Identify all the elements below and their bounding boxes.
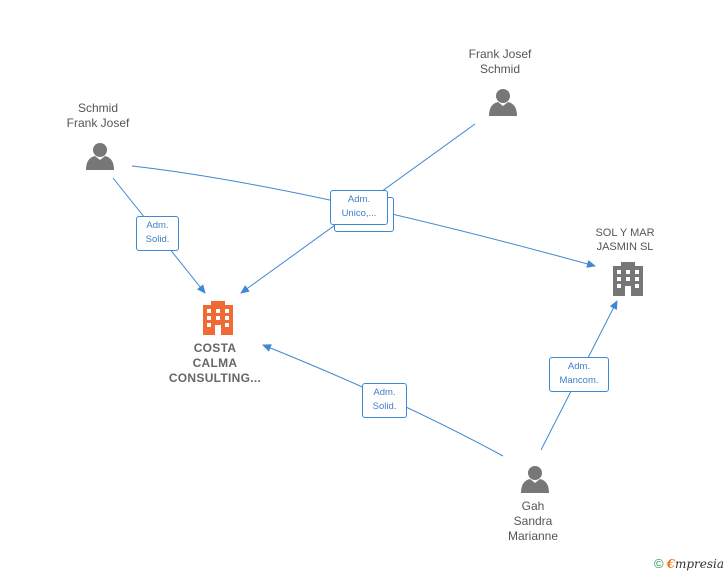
edge-label-frank-adm-unico[interactable]: Adm. Unico,... xyxy=(330,190,388,225)
edge-label-gah-to-costa[interactable]: Adm. Solid. xyxy=(362,383,407,418)
node-label-schmid-frank-josef[interactable]: Schmid Frank Josef xyxy=(66,101,130,130)
node-label-frank-josef-schmid[interactable]: Frank Josef Schmid xyxy=(468,47,532,76)
person-icon[interactable] xyxy=(86,143,114,170)
footer-credit: © €mpresia xyxy=(654,556,724,571)
brand-logo: €mpresia xyxy=(666,556,724,571)
node-label-sol-y-mar[interactable]: SOL Y MAR JASMIN SL xyxy=(595,227,655,253)
node-label-costa-calma[interactable]: COSTA CALMA CONSULTING... xyxy=(168,341,262,385)
person-icon[interactable] xyxy=(521,466,549,493)
building-icon[interactable] xyxy=(203,301,233,335)
edge-label-schmid-to-costa[interactable]: Adm. Solid. xyxy=(136,216,179,251)
edge-label-gah-to-sol[interactable]: Adm. Mancom. xyxy=(549,357,609,392)
node-label-gah-sandra-marianne[interactable]: Gah Sandra Marianne xyxy=(507,499,559,543)
building-icon[interactable] xyxy=(613,262,643,296)
copyright-icon: © xyxy=(653,556,664,571)
person-icon[interactable] xyxy=(489,89,517,116)
